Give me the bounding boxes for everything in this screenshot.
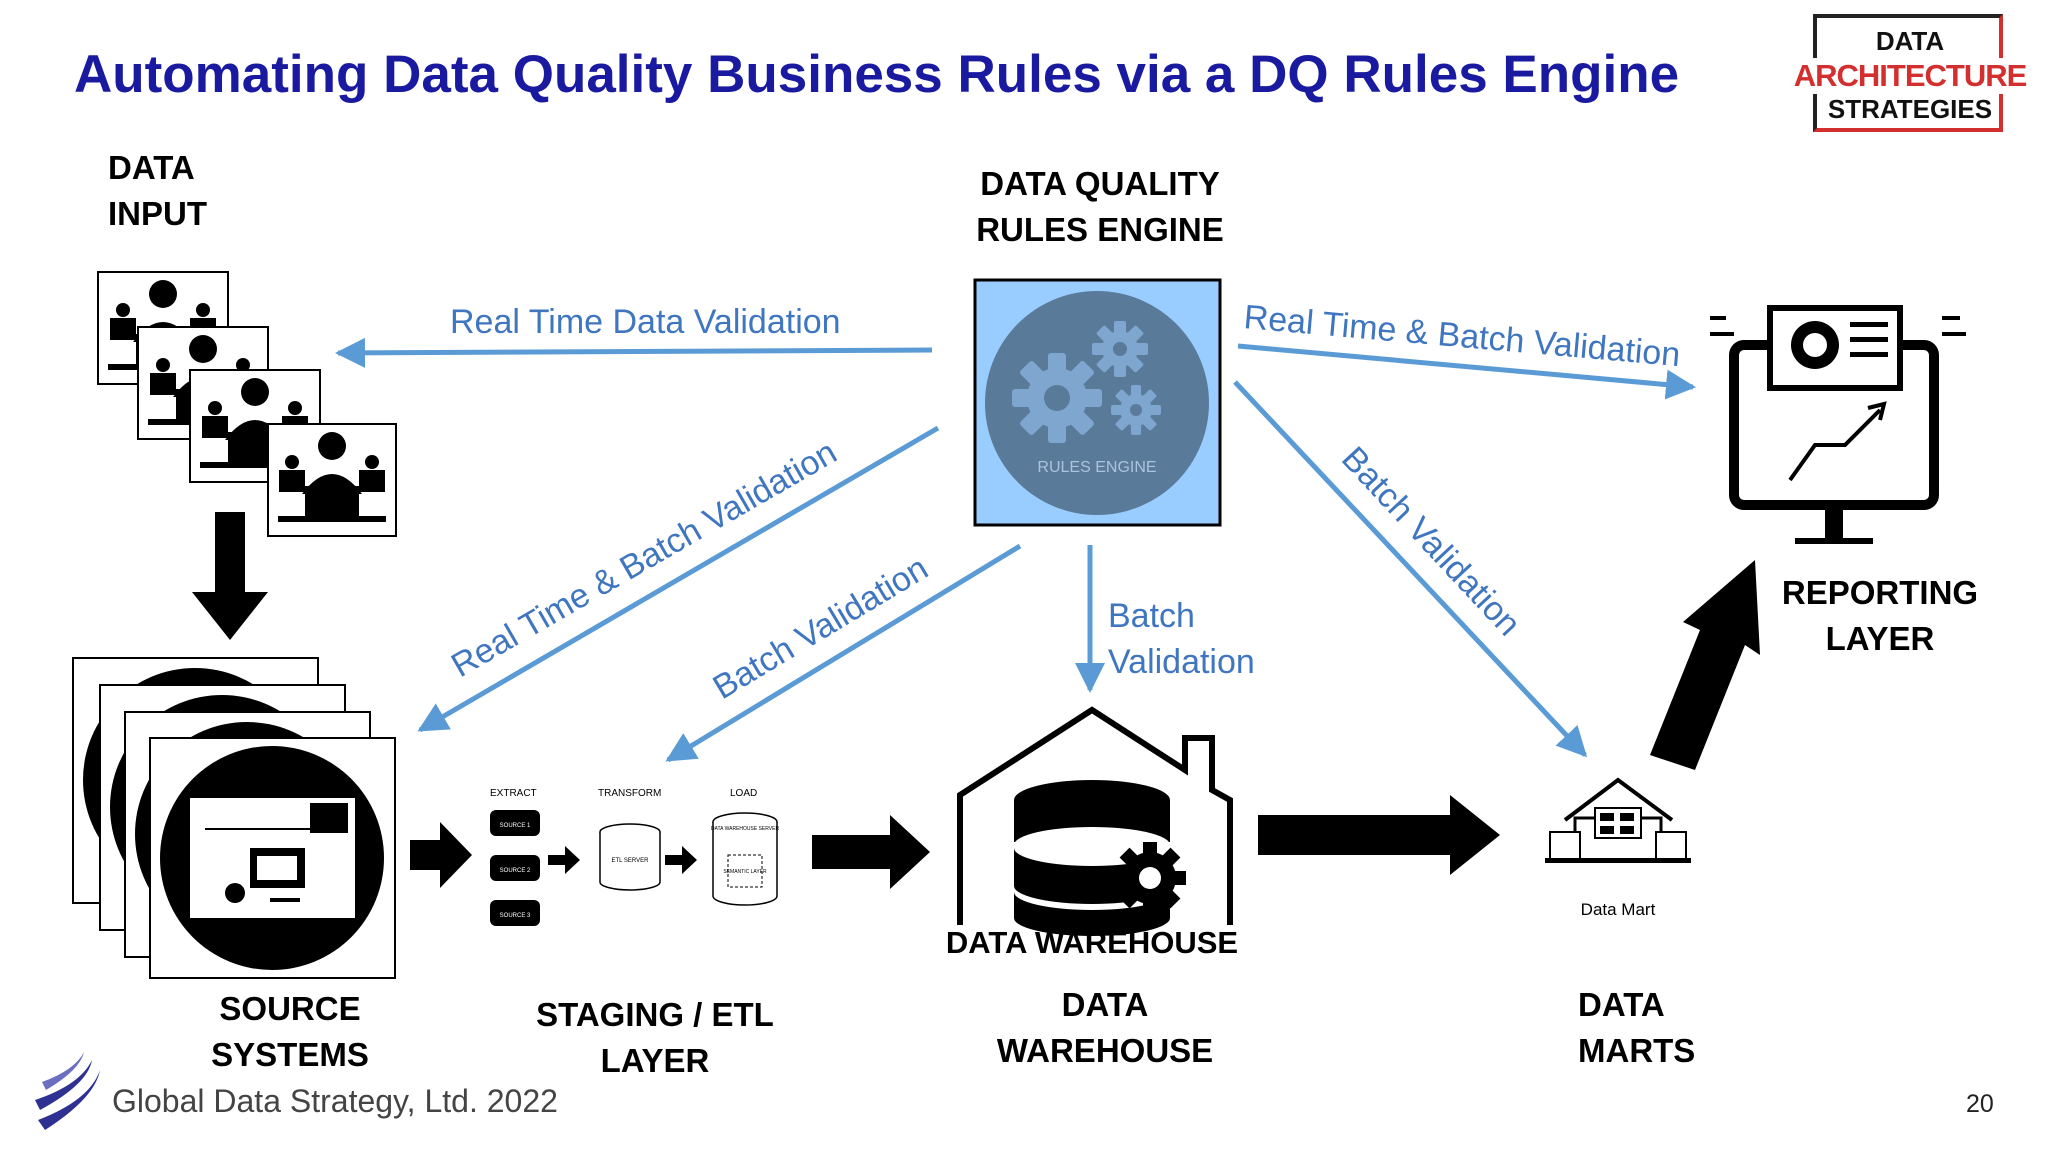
warehouse-icon-text: DATA WAREHOUSE [946,925,1238,960]
flow-label-to-input: Real Time Data Validation [450,303,841,341]
logo-line3: STRATEGIES [1827,94,1993,124]
rules-engine-box: RULES ENGINE [973,278,1222,527]
logo: DATA ARCHITECTURE STRATEGIES [1775,14,2045,132]
source-to-staging-arrow [410,822,472,888]
company-logo-icon [35,1052,100,1130]
warehouse-to-marts-arrow [1258,795,1500,875]
data-warehouse-icon: DATA WAREHOUSE [946,706,1238,960]
input-to-source-arrow [192,512,268,640]
footer-text: Global Data Strategy, Ltd. 2022 [112,1083,558,1119]
flow-label-to-warehouse-1: Batch [1108,597,1195,635]
marts-to-reporting-arrow [1650,560,1760,770]
flow-label-to-warehouse-2: Validation [1108,643,1255,681]
staging-to-warehouse-arrow [812,815,930,889]
svg-text:SOURCE 1: SOURCE 1 [500,823,531,829]
flow-label-to-reporting: Real Time & Batch Validation [1242,298,1681,374]
arrow-to-marts [1233,380,1588,758]
validation-arrows [335,337,1696,763]
arrow-to-source [417,425,940,733]
etl-extract-label: EXTRACT [490,788,537,799]
arrow-to-reporting [1237,343,1696,400]
arrow-to-input [335,337,933,368]
logo-line2: ARCHITECTURE [1775,58,2045,94]
slide-title: Automating Data Quality Business Rules v… [74,45,1680,104]
arrow-to-staging [665,543,1022,763]
data-mart-caption: Data Mart [1581,900,1656,919]
etl-load-label: LOAD [730,788,757,799]
flow-label-to-marts: Batch Validation [1334,440,1528,644]
etl-mini-diagram: EXTRACT TRANSFORM LOAD SOURCE 1 SOURCE 2… [490,788,779,926]
gear-icon [1012,321,1161,443]
svg-text:DATA WAREHOUSE SERVER: DATA WAREHOUSE SERVER [711,826,780,832]
svg-text:SOURCE 2: SOURCE 2 [500,868,531,874]
svg-text:SOURCE 3: SOURCE 3 [500,913,531,919]
source-systems-icon [72,657,396,979]
svg-text:SEMANTIC LAYER: SEMANTIC LAYER [723,869,767,875]
flow-label-to-staging: Batch Validation [707,549,935,707]
reporting-monitor-icon [1710,305,1966,544]
gear-icon [1114,842,1186,914]
page-number: 20 [1966,1090,1994,1118]
etl-transform-label: TRANSFORM [598,788,661,799]
data-input-icon [97,271,397,537]
svg-text:ETL SERVER: ETL SERVER [611,858,649,864]
logo-line1: DATA [1875,26,1945,56]
data-mart-icon: Data Mart [1545,777,1691,919]
rules-engine-caption: RULES ENGINE [1037,459,1156,476]
